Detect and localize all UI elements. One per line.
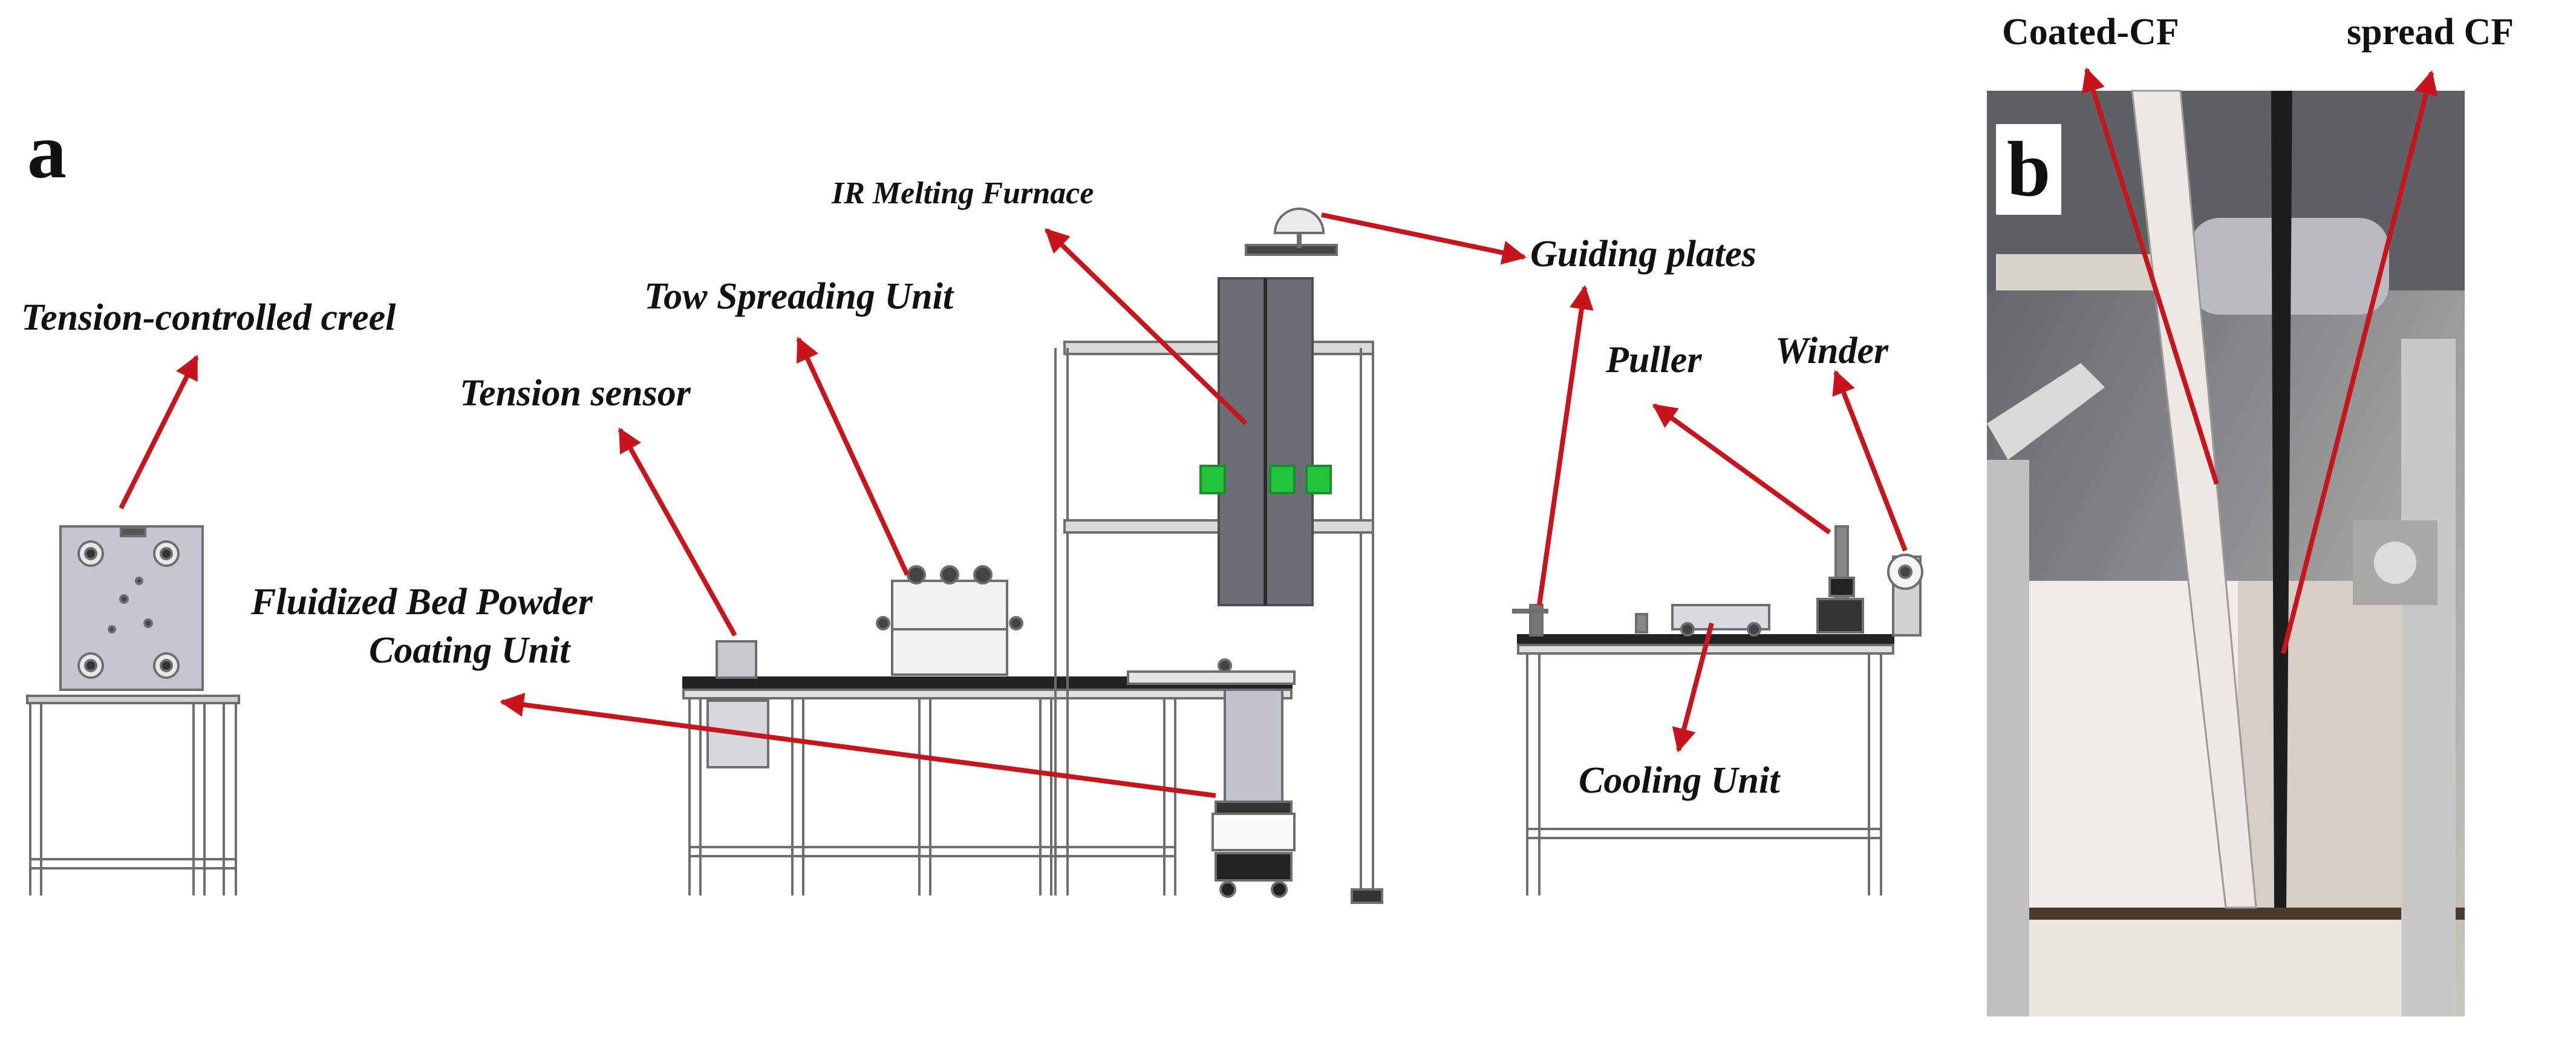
- creel-drawing: [26, 525, 240, 895]
- panel-a-arrows: [119, 212, 1908, 798]
- arrow-ir-furnace: [1045, 228, 1248, 425]
- main-table-drawing: [682, 565, 1293, 895]
- panel-b-letter: b: [1996, 124, 2062, 215]
- panel-a-letter: a: [27, 108, 67, 195]
- label-ir-furnace: IR Melting Furnace: [832, 176, 1094, 211]
- label-guiding-plates: Guiding plates: [1530, 234, 1756, 275]
- label-fluidized-line2: Coating Unit: [369, 630, 570, 671]
- arrow-tension-sensor: [618, 427, 737, 637]
- furnace-tower-drawing: [1054, 208, 1383, 904]
- label-spread-cf: spread CF: [2347, 11, 2514, 53]
- arrow-coated-cf: [2081, 67, 2219, 485]
- right-table-drawing: [1512, 525, 1923, 895]
- arrow-guiding-table: [1537, 285, 1594, 606]
- label-fluidized-line1: Fluidized Bed Powder: [251, 581, 593, 623]
- arrow-tow-spreading: [796, 336, 910, 576]
- fluidized-bed-drawing: [1127, 658, 1296, 898]
- arrow-spread-cf: [2281, 70, 2438, 654]
- label-cooling-unit: Cooling Unit: [1579, 760, 1780, 801]
- label-tension-sensor: Tension sensor: [460, 373, 691, 414]
- label-tow-spreading: Tow Spreading Unit: [644, 276, 954, 317]
- label-winder: Winder: [1775, 330, 1889, 372]
- arrow-winder: [1832, 370, 1908, 552]
- label-puller: Puller: [1606, 339, 1702, 381]
- arrow-creel: [119, 355, 199, 509]
- arrow-fluidized: [500, 692, 1216, 798]
- label-coated-cf: Coated-CF: [2002, 11, 2179, 53]
- panel-a-drawing: [26, 208, 1923, 904]
- arrow-puller: [1652, 403, 1831, 535]
- arrow-guiding-top: [1321, 212, 1527, 265]
- label-creel: Tension-controlled creel: [21, 297, 396, 338]
- panel-b-photo: [1987, 67, 2465, 1017]
- arrow-cooling: [1672, 622, 1714, 753]
